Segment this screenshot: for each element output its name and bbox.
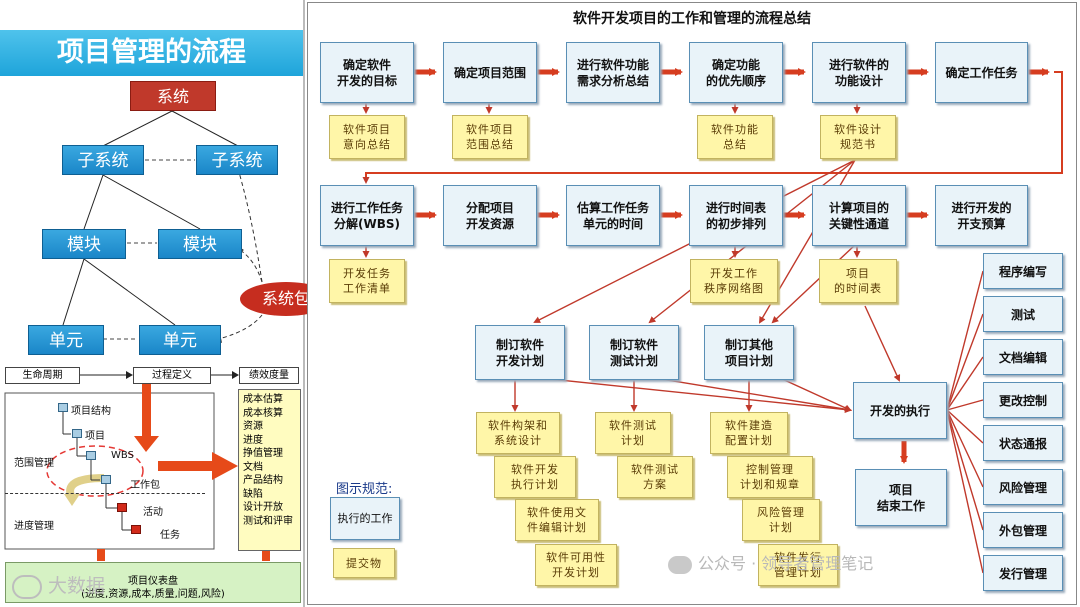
scope-management-label: 范围管理 <box>14 458 54 469</box>
metric-item: 进度 <box>243 434 263 446</box>
execution-activity-box: 状态通报 <box>983 425 1063 461</box>
tree-label: 工作包 <box>130 480 160 491</box>
legend-deliverable-sample: 提交物 <box>333 548 395 578</box>
deliverable-note: 软件建造配置计划 <box>710 412 788 454</box>
deliverable-note: 软件发行管理计划 <box>758 544 838 586</box>
process-box: 分配项目开发资源 <box>443 185 537 246</box>
tree-node-icon <box>101 475 111 484</box>
subsystem-node: 子系统 <box>62 145 144 175</box>
tree-node-icon <box>117 503 127 512</box>
process-box: 进行软件的功能设计 <box>812 42 906 103</box>
subsystem-node: 子系统 <box>196 145 278 175</box>
deliverable-note: 软件可用性开发计划 <box>535 544 617 586</box>
lifecycle-header: 生命周期 <box>5 367 80 384</box>
plan-box: 制订其他项目计划 <box>704 325 794 380</box>
section-divider <box>5 493 205 494</box>
execution-box: 开发的执行 <box>853 382 947 439</box>
performance-metrics-header: 绩效度量 <box>239 367 299 384</box>
legend-process-sample: 执行的工作 <box>330 497 400 540</box>
dashboard-title: 项目仪表盘 <box>128 576 178 587</box>
deliverable-note: 软件测试方案 <box>617 456 693 498</box>
tree-label: 任务 <box>160 530 180 541</box>
metric-item: 产品结构 <box>243 475 283 486</box>
schedule-management-label: 进度管理 <box>14 521 54 532</box>
execution-activity-box: 测试 <box>983 296 1063 332</box>
process-box: 确定功能的优先顺序 <box>689 42 783 103</box>
metric-item: 设计开放 <box>243 502 283 513</box>
deliverable-note: 软件项目范围总结 <box>452 115 528 159</box>
execution-activity-box: 程序编写 <box>983 253 1063 289</box>
tree-node-icon <box>58 403 68 412</box>
metric-item: 文档 <box>243 461 263 473</box>
metric-item: 挣值管理 <box>243 448 283 459</box>
project-closure-box: 项目结束工作 <box>855 469 947 526</box>
watermark-logo-icon <box>12 574 42 599</box>
deliverable-note: 软件功能总结 <box>697 115 773 159</box>
flow-title: 软件开发项目的工作和管理的流程总结 <box>573 11 811 27</box>
deliverable-note: 软件设计规范书 <box>820 115 896 159</box>
process-box: 进行软件功能需求分析总结 <box>566 42 660 103</box>
plan-box: 制订软件开发计划 <box>475 325 565 380</box>
module-node: 模块 <box>42 229 126 259</box>
unit-node: 单元 <box>139 325 221 355</box>
tree-node-icon <box>86 451 96 460</box>
process-box: 确定工作任务 <box>935 42 1028 103</box>
plan-box: 制订软件测试计划 <box>589 325 679 380</box>
deliverable-note: 软件开发执行计划 <box>494 456 576 498</box>
legend-title: 图示规范: <box>336 482 393 497</box>
execution-activity-box: 更改控制 <box>983 382 1063 418</box>
metric-item: 资源 <box>243 421 263 432</box>
deliverable-note: 软件项目意向总结 <box>329 115 405 159</box>
process-box: 进行时间表的初步排列 <box>689 185 783 246</box>
metric-item: 成本核算 <box>243 407 283 419</box>
tree-label: 项目结构 <box>71 406 111 417</box>
metrics-list: 成本估算 成本核算 资源 进度 挣值管理 文档 产品结构 缺陷 设计开放 测试和… <box>238 389 301 551</box>
process-box: 估算工作任务单元的时间 <box>566 185 660 246</box>
process-box: 确定项目范围 <box>443 42 537 103</box>
tree-node-icon <box>72 429 82 438</box>
watermark-right: 公众号 · 领导者管理笔记 <box>668 550 873 574</box>
execution-activity-box: 发行管理 <box>983 555 1063 591</box>
process-box: 计算项目的关键性通道 <box>812 185 906 246</box>
wechat-icon <box>668 555 692 574</box>
system-node: 系统 <box>130 81 216 111</box>
deliverable-note: 开发任务工作清单 <box>329 259 405 303</box>
project-dashboard-box <box>5 562 301 603</box>
process-definition-header: 过程定义 <box>133 367 211 384</box>
process-box: 进行工作任务分解(WBS) <box>320 185 414 246</box>
deliverable-note: 软件测试计划 <box>595 412 671 454</box>
process-box: 进行开发的开支预算 <box>935 185 1028 246</box>
lifecycle-graphics <box>4 371 270 561</box>
deliverable-note: 软件使用文件编辑计划 <box>515 499 599 541</box>
metric-item: 缺陷 <box>243 488 263 500</box>
metric-item: 成本估算 <box>243 394 283 405</box>
dashboard-subtitle: (进度,资源,成本,质量,问题,风险) <box>81 589 225 600</box>
deliverable-note: 开发工作秩序网络图 <box>690 259 778 303</box>
deliverable-note: 项目的时间表 <box>819 259 897 303</box>
tree-label: 项目 <box>85 431 105 442</box>
deliverable-note: 软件构架和系统设计 <box>476 412 560 454</box>
unit-node: 单元 <box>28 325 104 355</box>
deliverable-note: 控制管理计划和规章 <box>727 456 813 498</box>
execution-activity-box: 文档编辑 <box>983 339 1063 375</box>
tree-label: 活动 <box>143 507 163 518</box>
module-node: 模块 <box>158 229 242 259</box>
tree-label: WBS <box>111 450 134 461</box>
left-banner-title: 项目管理的流程 <box>0 30 303 76</box>
watermark-left: 大数据 <box>12 571 105 599</box>
tree-node-icon <box>131 525 141 534</box>
process-box: 确定软件开发的目标 <box>320 42 414 103</box>
execution-activity-box: 风险管理 <box>983 469 1063 505</box>
execution-activity-box: 外包管理 <box>983 512 1063 548</box>
metric-item: 测试和评审 <box>243 515 293 527</box>
deliverable-note: 风险管理计划 <box>742 499 820 541</box>
